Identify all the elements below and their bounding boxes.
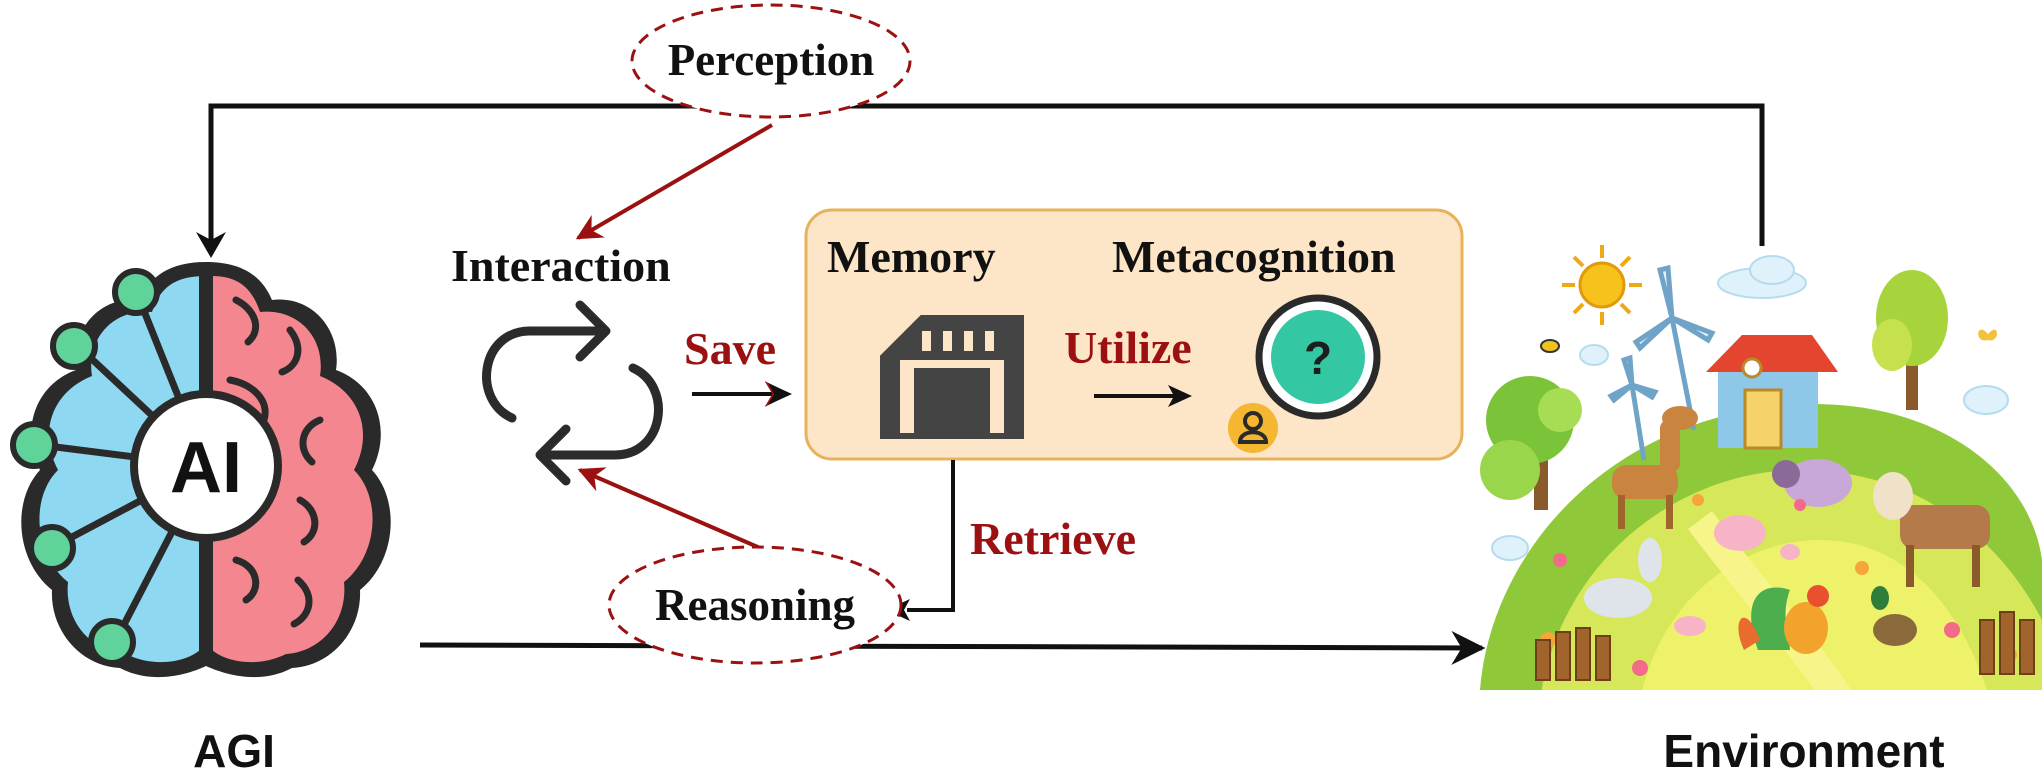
goat-shape — [1584, 538, 1662, 618]
barn-icon — [1706, 335, 1838, 450]
reasoning-node: Reasoning — [607, 545, 903, 665]
reasoning-to-interaction-arrow — [577, 467, 761, 550]
utilize-arrowhead-icon — [1168, 385, 1192, 407]
retrieve-arrow — [907, 460, 955, 612]
down-arrowhead-icon — [196, 232, 226, 258]
utilize-label: Utilize — [1064, 322, 1192, 373]
reasoning-label: Reasoning — [655, 580, 856, 630]
butterfly-icon — [1978, 329, 1997, 341]
save-arrowhead-icon — [768, 383, 792, 405]
memory-metacognition-box: Memory Metacognition Utilize ? — [804, 208, 1464, 461]
environment-label: Environment — [1663, 725, 1944, 777]
pig-shape — [1674, 515, 1800, 636]
sun-icon — [1562, 245, 1642, 325]
rooster-shape — [1738, 585, 1829, 654]
memory-label: Memory — [827, 231, 996, 282]
perception-label: Perception — [668, 35, 875, 85]
agi-label: AGI — [193, 725, 275, 777]
circuit-node-dots — [10, 268, 160, 666]
farm-world-illustration — [1480, 245, 2042, 690]
metacognition-label: Metacognition — [1112, 231, 1396, 282]
question-bubble-icon: ? — [1228, 294, 1381, 453]
fence-icons — [1535, 611, 2035, 681]
tree-icons — [1480, 270, 1948, 510]
horse-shape — [1612, 406, 1698, 529]
agi-to-environment-arrow — [419, 630, 1486, 665]
windmill-icons — [1607, 264, 1716, 461]
ai-brain-icon: AI — [10, 262, 391, 678]
interaction-label: Interaction — [451, 240, 671, 291]
perception-feedback-loop — [196, 103, 1765, 258]
sd-card-icon — [880, 315, 1024, 439]
bee-icon — [1540, 339, 1560, 353]
question-mark: ? — [1304, 332, 1332, 384]
retrieve-label: Retrieve — [970, 513, 1136, 564]
duck-shape — [1871, 586, 1917, 646]
save-label: Save — [684, 323, 776, 374]
sheep-shape — [1772, 459, 1852, 507]
ai-badge-text: AI — [170, 428, 242, 508]
cloud-icons — [1491, 255, 2009, 561]
farm-animals — [1584, 406, 1990, 654]
cycle-arrows-icon — [482, 300, 663, 486]
perception-node: Perception — [630, 3, 912, 119]
cow-shape — [1873, 472, 1990, 587]
perception-to-interaction-arrow — [575, 123, 774, 240]
